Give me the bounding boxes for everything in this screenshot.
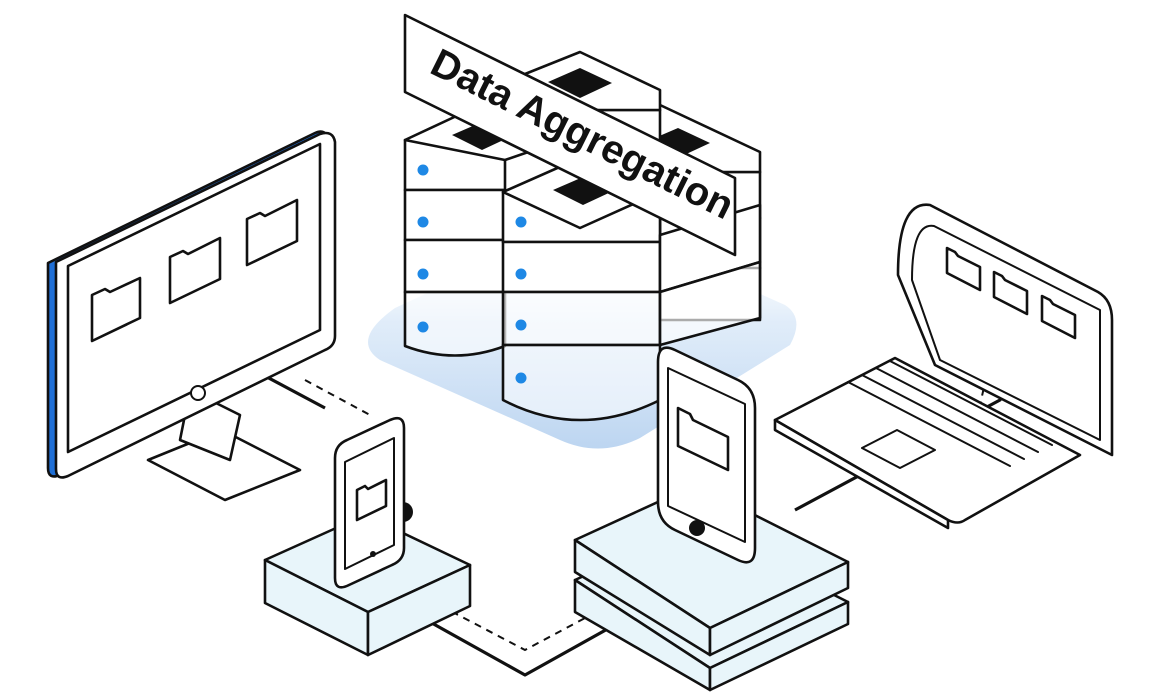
laptop-keyboard	[847, 360, 1053, 469]
folder-icon	[1040, 294, 1077, 340]
smartphone-icon	[263, 416, 472, 657]
folder-icon	[245, 198, 299, 267]
folder-icon	[945, 246, 982, 292]
folder-icon	[992, 270, 1029, 316]
link-monitor-phone	[304, 379, 371, 416]
desktop-monitor-icon	[46, 130, 337, 502]
folder-icon	[90, 276, 142, 343]
server-column-left	[403, 110, 542, 357]
link-laptop	[979, 337, 996, 406]
folder-icon	[676, 406, 730, 472]
tablet-icon	[573, 346, 850, 692]
folder-icon	[168, 236, 222, 305]
folder-icon	[355, 478, 388, 522]
laptop-icon	[773, 203, 1114, 530]
server-column-front	[501, 156, 662, 422]
